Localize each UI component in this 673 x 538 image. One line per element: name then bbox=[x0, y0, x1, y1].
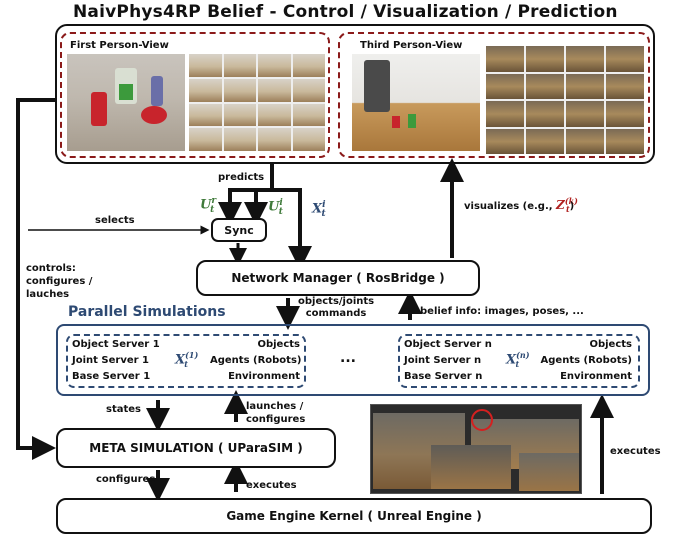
first-person-prediction-grid bbox=[189, 54, 325, 151]
objects-n: Objects bbox=[589, 339, 632, 350]
objects-joints-commands-label: objects/joints commands bbox=[298, 296, 375, 319]
third-person-prediction-grid bbox=[486, 46, 644, 154]
base-server-1: Base Server 1 bbox=[72, 371, 151, 382]
simulation-n-servers: Object Server n Joint Server n Base Serv… bbox=[404, 337, 492, 385]
executes-right-label: executes bbox=[610, 446, 661, 457]
parallel-simulations-panel bbox=[56, 324, 650, 396]
simulation-ellipsis: ... bbox=[340, 350, 356, 366]
environment-n: Environment bbox=[560, 371, 632, 382]
diagram-title: NaivPhys4RP Belief - Control / Visualiza… bbox=[73, 2, 618, 22]
first-person-view-label: First Person-View bbox=[70, 40, 169, 51]
object-server-1: Object Server 1 bbox=[72, 339, 160, 350]
x-n-symbol: X(n)t bbox=[506, 350, 530, 369]
parallel-simulations-title: Parallel Simulations bbox=[68, 304, 226, 320]
agents-1: Agents (Robots) bbox=[210, 355, 302, 366]
controls-label: controls: configures / lauches bbox=[26, 263, 93, 300]
objects-1: Objects bbox=[257, 339, 300, 350]
states-label: states bbox=[106, 404, 141, 415]
first-person-view-panel bbox=[60, 32, 330, 158]
agents-n: Agents (Robots) bbox=[540, 355, 632, 366]
joint-server-1: Joint Server 1 bbox=[72, 355, 149, 366]
belief-info-label: belief info: images, poses, ... bbox=[420, 306, 584, 317]
visualizes-label: visualizes (e.g., Z(k)t) bbox=[464, 196, 578, 215]
simulation-1-entities: Objects Agents (Robots) Environment bbox=[210, 337, 302, 385]
unreal-simulation-screenshot bbox=[370, 404, 582, 494]
object-server-n: Object Server n bbox=[404, 339, 492, 350]
game-engine-node: Game Engine Kernel ( Unreal Engine ) bbox=[56, 498, 652, 534]
launches-configures-label: launches / configures bbox=[246, 401, 306, 425]
u-r-symbol: Urt bbox=[200, 196, 217, 215]
joint-server-n: Joint Server n bbox=[404, 355, 482, 366]
third-person-image bbox=[352, 54, 480, 151]
meta-simulation-node: META SIMULATION ( UParaSIM ) bbox=[56, 428, 336, 468]
simulation-n-box bbox=[398, 334, 640, 388]
x-1-symbol: X(1)t bbox=[175, 350, 199, 369]
configures-label: configures bbox=[96, 474, 156, 485]
network-manager-node: Network Manager ( RosBridge ) bbox=[196, 260, 480, 296]
selects-label: selects bbox=[95, 215, 135, 226]
simulation-n-entities: Objects Agents (Robots) Environment bbox=[540, 337, 632, 385]
sync-node: Sync bbox=[211, 218, 267, 242]
simulation-1-servers: Object Server 1 Joint Server 1 Base Serv… bbox=[72, 337, 160, 385]
third-person-view-panel bbox=[338, 32, 650, 158]
simulation-1-box bbox=[66, 334, 306, 388]
environment-1: Environment bbox=[228, 371, 300, 382]
third-person-view-label: Third Person-View bbox=[360, 40, 463, 51]
u-i-symbol: Uit bbox=[268, 198, 283, 217]
first-person-image bbox=[67, 54, 185, 151]
base-server-n: Base Server n bbox=[404, 371, 483, 382]
predicts-label: predicts bbox=[218, 172, 265, 183]
x-i-symbol: Xit bbox=[312, 200, 326, 219]
executes-left-label: executes bbox=[246, 480, 297, 491]
